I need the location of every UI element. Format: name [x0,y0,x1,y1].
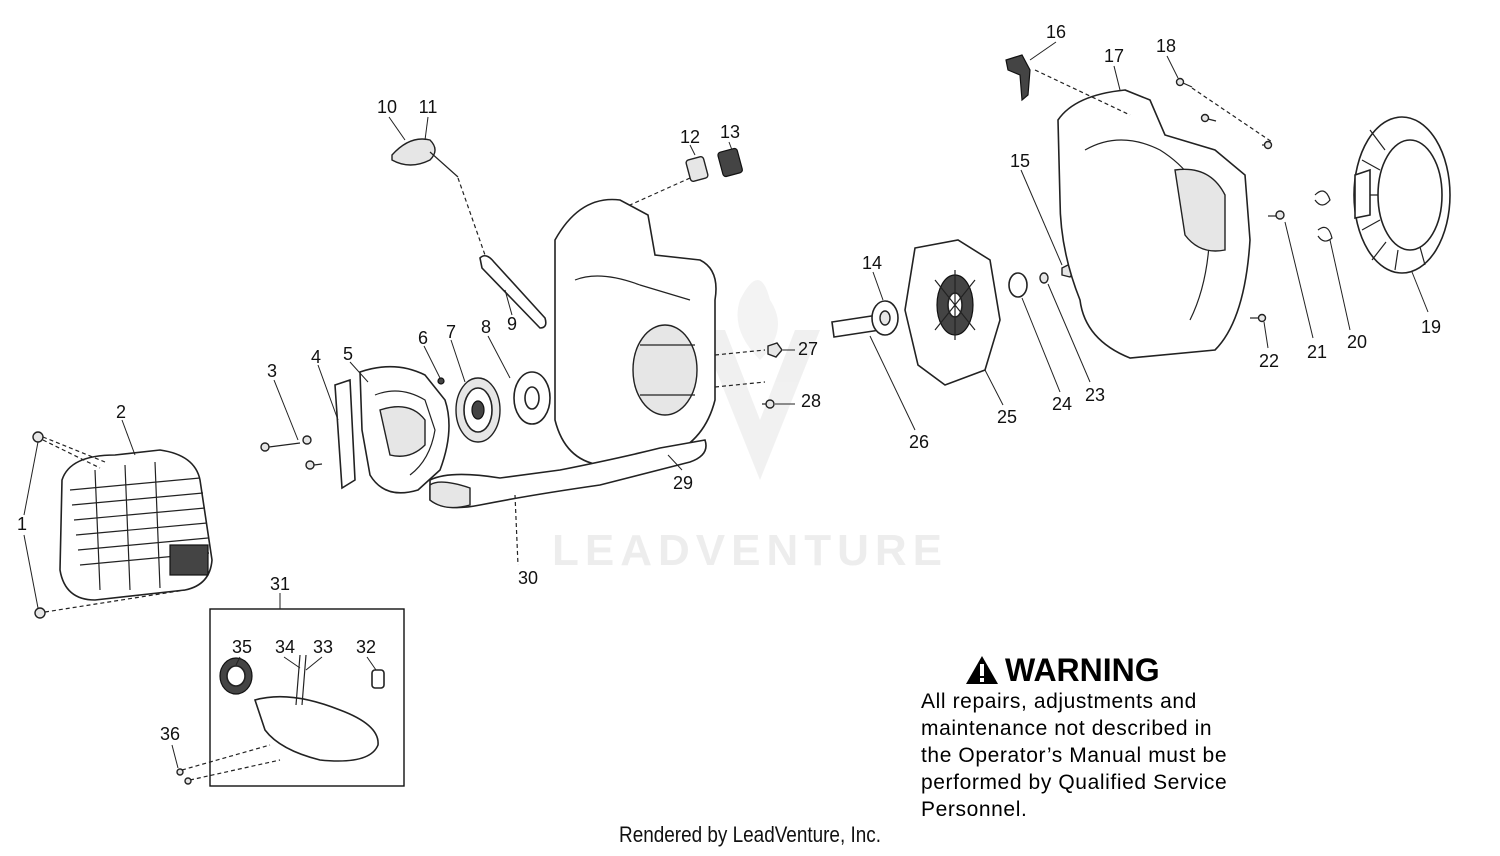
callout-5: 5 [343,344,353,364]
callout-17: 17 [1104,46,1124,66]
callout-18: 18 [1156,36,1176,56]
callout-28: 28 [801,391,821,411]
warning-triangle-icon [966,656,998,684]
part-housing-screws [1175,77,1285,323]
callout-23: 23 [1085,385,1105,405]
watermark: LEADVENTURE [552,280,948,575]
callout-2: 2 [116,402,126,422]
callout-19: 19 [1421,317,1441,337]
part-main-housing [429,198,766,566]
callout-36: 36 [160,724,180,744]
callout-labels: 1 2 3 4 5 6 7 8 9 10 11 12 13 14 15 16 1… [17,22,1441,744]
callout-10: 10 [377,97,397,117]
callout-16: 16 [1046,22,1066,42]
callout-13: 13 [720,122,740,142]
footer-credit: Rendered by LeadVenture, Inc. [619,822,881,847]
warning-title-text: WARNING [1005,652,1160,688]
warning-line: performed by Qualified Service [921,771,1228,794]
callout-8: 8 [481,317,491,337]
callout-26: 26 [909,432,929,452]
warning-title: WARNING [965,652,1321,688]
leader-lines [23,41,1429,769]
part-engine-cover [32,431,213,619]
part-grommets [629,147,743,206]
callout-27: 27 [798,339,818,359]
callout-9: 9 [507,314,517,334]
part-choke-rod [391,138,547,329]
callout-6: 6 [418,328,428,348]
callout-35: 35 [232,637,252,657]
warning-line: the Operator’s Manual must be [921,744,1228,767]
callout-31: 31 [270,574,290,594]
part-fuel-tank-box [176,608,405,787]
warning-line: Personnel. [921,798,1028,821]
callout-4: 4 [311,347,321,367]
callout-21: 21 [1307,342,1327,362]
callout-14: 14 [862,253,882,273]
callout-30: 30 [518,568,538,588]
warning-body: All repairs, adjustments and maintenance… [921,688,1321,823]
part-latch [1005,54,1031,102]
callout-29: 29 [673,473,693,493]
callout-25: 25 [997,407,1017,427]
watermark-text: LEADVENTURE [552,526,948,575]
part-shaft-spacer [831,300,899,338]
part-pulley-assembly [437,371,551,443]
warning-line: All repairs, adjustments and [921,690,1197,713]
part-washers [1008,263,1077,298]
callout-20: 20 [1347,332,1367,352]
part-starter-housing [260,365,450,494]
callout-32: 32 [356,637,376,657]
part-impeller [904,239,1001,386]
callout-33: 33 [313,637,333,657]
part-intake-guard [1314,116,1451,274]
callout-3: 3 [267,361,277,381]
callout-15: 15 [1010,151,1030,171]
callout-22: 22 [1259,351,1279,371]
callout-34: 34 [275,637,295,657]
callout-24: 24 [1052,394,1072,414]
callout-1: 1 [17,514,27,534]
callout-11: 11 [419,97,438,117]
callout-7: 7 [446,322,456,342]
part-blower-housing [1034,69,1251,359]
warning-notice: WARNING All repairs, adjustments and mai… [921,652,1321,823]
callout-12: 12 [680,127,700,147]
part-nut-screw [762,342,795,409]
warning-line: maintenance not described in [921,717,1213,740]
